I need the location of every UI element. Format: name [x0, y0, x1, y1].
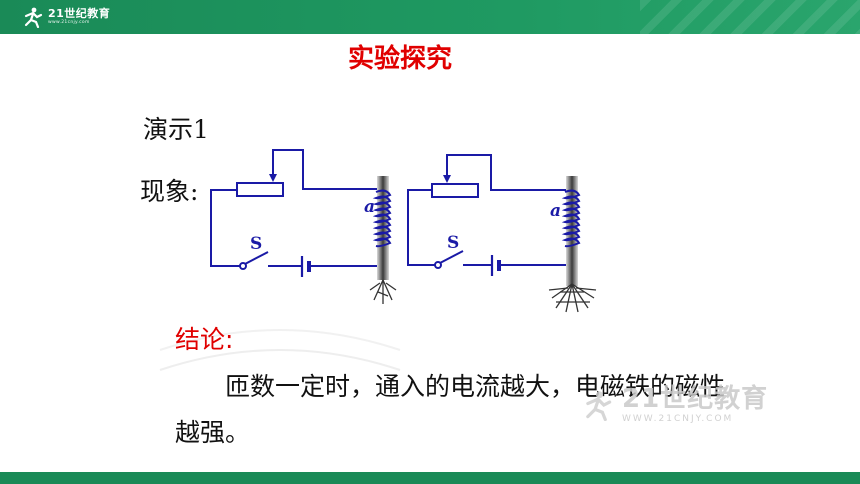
point-label-right: a	[550, 201, 561, 221]
background-decoration	[150, 250, 410, 390]
conclusion-text: 匝数一定时，通入的电流越大，电磁铁的磁性越强。	[175, 372, 726, 447]
switch-label-left: S	[250, 234, 262, 254]
logo[interactable]: 21世纪教育 www.21cnjy.com	[22, 5, 110, 29]
runner-watermark-icon	[586, 391, 612, 421]
watermark-text: 21世纪教育	[622, 384, 769, 414]
header-bar: 21世纪教育 www.21cnjy.com	[0, 0, 860, 34]
circuit-right	[407, 154, 567, 276]
coil-left	[372, 189, 392, 248]
circuit-left	[210, 149, 379, 277]
coil-right	[561, 189, 581, 248]
logo-url: www.21cnjy.com	[48, 20, 90, 26]
iron-filings-right	[548, 283, 597, 313]
watermark-url: WWW.21CNJY.COM	[622, 414, 734, 424]
header-stripes	[640, 0, 860, 34]
switch-label-right: S	[447, 233, 459, 253]
slide-title: 实验探究	[347, 44, 452, 74]
runner-logo-icon	[24, 7, 43, 28]
footer-bar	[0, 472, 860, 484]
iron-filings-left	[369, 279, 397, 304]
conclusion-label: 结论:	[175, 325, 234, 354]
phenomenon-label: 现象:	[140, 177, 199, 206]
watermark: 21世纪教育 WWW.21CNJY.COM	[580, 386, 768, 424]
point-label-left: a	[364, 197, 375, 217]
logo-text: 21世纪教育	[48, 7, 111, 21]
faint-book-decoration-icon	[159, 329, 401, 371]
demo-label: 演示1	[143, 115, 209, 144]
